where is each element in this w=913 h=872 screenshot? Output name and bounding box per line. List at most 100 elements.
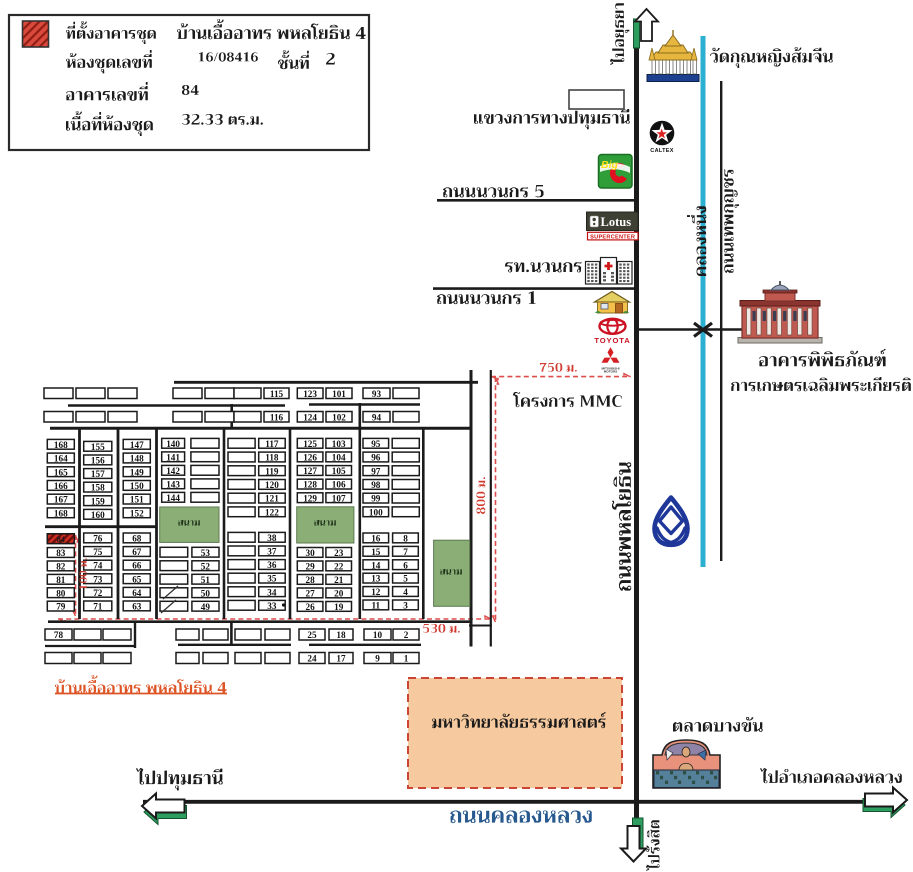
- svg-text:73: 73: [93, 574, 103, 584]
- svg-text:99: 99: [371, 494, 381, 504]
- svg-text:64: 64: [132, 588, 142, 598]
- svg-text:TOYOTA: TOYOTA: [594, 336, 630, 345]
- svg-text:143: 143: [166, 479, 180, 489]
- svg-text:102: 102: [332, 412, 346, 422]
- svg-text:74: 74: [93, 561, 103, 571]
- svg-text:34: 34: [267, 587, 277, 597]
- svg-text:CALTEX: CALTEX: [650, 148, 673, 154]
- svg-text:67: 67: [132, 547, 142, 557]
- svg-text:122: 122: [265, 507, 279, 517]
- svg-text:116: 116: [270, 412, 284, 422]
- svg-text:68: 68: [132, 534, 142, 544]
- svg-text:101: 101: [332, 389, 346, 399]
- svg-text:66: 66: [132, 561, 142, 571]
- svg-text:29: 29: [306, 562, 316, 572]
- svg-text:148: 148: [130, 454, 144, 464]
- svg-text:SUPERCENTER: SUPERCENTER: [590, 234, 635, 240]
- svg-text:152: 152: [130, 508, 144, 518]
- svg-text:18: 18: [336, 630, 346, 640]
- svg-text:MITSUBISHI: MITSUBISHI: [602, 367, 620, 371]
- svg-text:84: 84: [57, 535, 65, 544]
- svg-text:141: 141: [166, 452, 180, 462]
- svg-text:Big: Big: [601, 159, 619, 171]
- svg-text:33: 33: [267, 601, 277, 611]
- svg-text:157: 157: [91, 469, 105, 479]
- svg-text:Lotus: Lotus: [601, 215, 632, 229]
- svg-text:26: 26: [306, 602, 316, 612]
- svg-text:144: 144: [166, 493, 180, 503]
- svg-text:81: 81: [56, 575, 66, 585]
- svg-text:80: 80: [56, 588, 66, 598]
- svg-text:49: 49: [201, 602, 211, 612]
- svg-text:129: 129: [303, 493, 317, 503]
- svg-text:142: 142: [166, 466, 180, 476]
- svg-text:79: 79: [56, 602, 66, 612]
- svg-text:51: 51: [201, 575, 211, 585]
- svg-text:10: 10: [373, 630, 383, 640]
- svg-text:52: 52: [201, 561, 211, 571]
- svg-text:159: 159: [91, 496, 105, 506]
- svg-text:156: 156: [91, 456, 105, 466]
- svg-text:16: 16: [371, 534, 381, 544]
- svg-text:1: 1: [404, 654, 409, 664]
- svg-text:20: 20: [334, 589, 344, 599]
- svg-text:35: 35: [267, 574, 277, 584]
- svg-text:78: 78: [54, 630, 64, 640]
- svg-text:126: 126: [303, 453, 317, 463]
- svg-text:100: 100: [369, 507, 383, 517]
- svg-text:17: 17: [336, 654, 346, 664]
- svg-text:75: 75: [93, 547, 103, 557]
- svg-text:3: 3: [403, 601, 408, 611]
- svg-text:30: 30: [306, 548, 316, 558]
- svg-text:71: 71: [93, 602, 103, 612]
- svg-text:63: 63: [132, 602, 142, 612]
- svg-text:4: 4: [403, 587, 408, 597]
- svg-text:9: 9: [375, 654, 380, 664]
- svg-text:MOTORS: MOTORS: [604, 370, 618, 374]
- svg-text:6: 6: [403, 560, 408, 570]
- svg-text:168: 168: [54, 440, 68, 450]
- svg-text:22: 22: [334, 562, 344, 572]
- svg-text:118: 118: [265, 453, 279, 463]
- svg-text:151: 151: [130, 495, 144, 505]
- svg-text:96: 96: [371, 453, 381, 463]
- svg-text:167: 167: [54, 495, 68, 505]
- svg-text:150: 150: [130, 481, 144, 491]
- svg-text:149: 149: [130, 467, 144, 477]
- svg-text:97: 97: [371, 466, 381, 476]
- svg-text:24: 24: [307, 654, 317, 664]
- svg-text:158: 158: [91, 483, 105, 493]
- svg-text:23: 23: [334, 548, 344, 558]
- svg-text:19: 19: [334, 602, 344, 612]
- svg-text:125: 125: [303, 439, 317, 449]
- svg-text:104: 104: [332, 453, 346, 463]
- svg-text:37: 37: [267, 547, 277, 557]
- svg-text:147: 147: [130, 440, 144, 450]
- svg-text:117: 117: [265, 439, 279, 449]
- svg-text:21: 21: [334, 575, 344, 585]
- svg-text:94: 94: [372, 412, 382, 422]
- svg-text:93: 93: [372, 389, 382, 399]
- svg-text:83: 83: [56, 548, 66, 558]
- svg-text:121: 121: [265, 494, 279, 504]
- svg-text:105: 105: [332, 466, 346, 476]
- svg-text:120: 120: [265, 480, 279, 490]
- svg-text:12: 12: [371, 587, 381, 597]
- svg-text:168: 168: [54, 508, 68, 518]
- svg-text:65: 65: [132, 574, 142, 584]
- svg-text:165: 165: [54, 467, 68, 477]
- svg-text:50: 50: [201, 588, 211, 598]
- svg-text:53: 53: [201, 548, 211, 558]
- svg-text:103: 103: [332, 439, 346, 449]
- svg-text:82: 82: [56, 562, 66, 572]
- svg-text:123: 123: [303, 389, 317, 399]
- svg-text:115: 115: [270, 389, 284, 399]
- svg-text:25: 25: [307, 630, 317, 640]
- svg-text:14: 14: [371, 560, 381, 570]
- svg-text:128: 128: [303, 480, 317, 490]
- svg-text:107: 107: [332, 493, 346, 503]
- svg-text:28: 28: [306, 575, 316, 585]
- svg-text:11: 11: [371, 601, 380, 611]
- svg-text:36: 36: [267, 560, 277, 570]
- svg-text:160: 160: [91, 510, 105, 520]
